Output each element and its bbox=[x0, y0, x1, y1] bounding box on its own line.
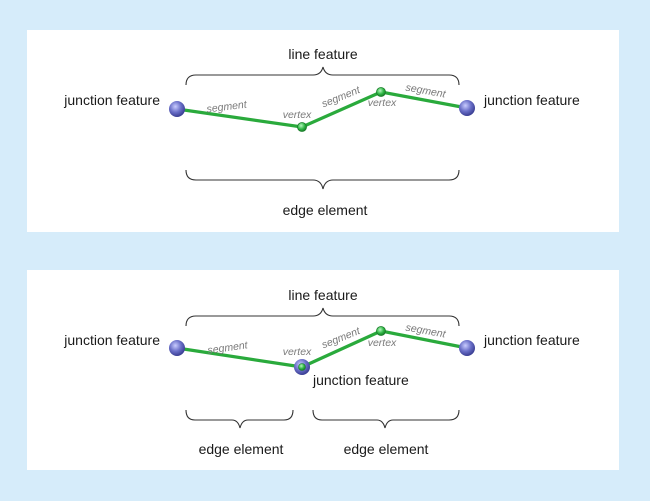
junction-label-right: junction feature bbox=[483, 92, 580, 108]
junction-dot bbox=[459, 100, 475, 116]
vertex-label: vertex bbox=[283, 346, 312, 358]
junction-dot bbox=[459, 340, 475, 356]
segment-label: segment bbox=[320, 84, 363, 111]
junction-dot bbox=[169, 340, 185, 356]
junction-dot bbox=[169, 101, 185, 117]
edge-element-label: edge element bbox=[199, 441, 284, 457]
vertex-label: vertex bbox=[368, 337, 397, 349]
segment-label: segment bbox=[207, 339, 250, 357]
edge-element-brace bbox=[312, 409, 460, 429]
edge-element-label: edge element bbox=[283, 202, 368, 218]
vertex-label: vertex bbox=[283, 109, 312, 121]
edge-element-brace bbox=[185, 409, 294, 429]
vertex-dot bbox=[376, 87, 386, 97]
line-feature-path bbox=[175, 329, 469, 369]
edge-element-label: edge element bbox=[344, 441, 429, 457]
edge-element-brace bbox=[185, 169, 460, 190]
line-feature-label: line feature bbox=[288, 287, 357, 303]
panel-single-edge bbox=[27, 30, 619, 232]
vertex-dot bbox=[376, 326, 386, 336]
vertex-dot bbox=[297, 122, 307, 132]
line-feature-path bbox=[175, 90, 469, 129]
junction-label-left: junction feature bbox=[63, 92, 160, 108]
junction-label-middle: junction feature bbox=[312, 372, 409, 388]
junction-label-right: junction feature bbox=[483, 332, 580, 348]
line-feature-brace bbox=[185, 307, 460, 327]
segment-label: segment bbox=[206, 98, 249, 115]
line-feature-brace bbox=[185, 66, 460, 86]
panel-split-edge bbox=[27, 270, 619, 470]
junction-label-left: junction feature bbox=[63, 332, 160, 348]
vertex-label: vertex bbox=[368, 97, 397, 109]
line-feature-label: line feature bbox=[288, 46, 357, 62]
vertex-dot bbox=[298, 363, 306, 371]
